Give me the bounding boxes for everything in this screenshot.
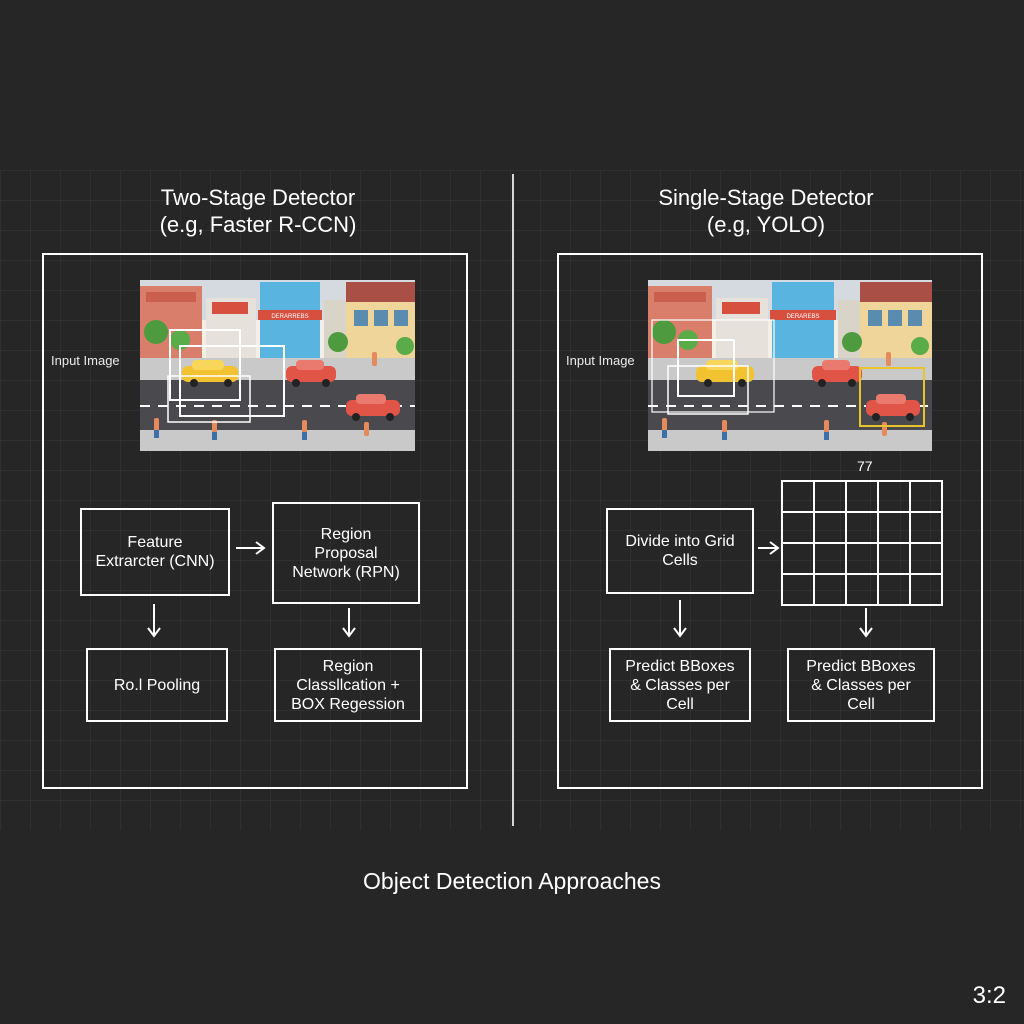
right-store-sign: DERAREBS [786,314,819,320]
right-input-label: Input Image [566,353,635,368]
feature-extractor-box: Feature Extrarcter (CNN) [80,508,230,596]
rpn-to-classify-arrow [342,608,356,638]
rpn-label: Region Proposal Network (RPN) [292,525,400,581]
predict-bboxes-label-2: Predict BBoxes & Classes per Cell [806,657,916,713]
feature-to-roi-arrow [147,604,161,638]
region-classification-box: Region Classllcation + BOX Regession [274,648,422,722]
roi-pooling-box: Ro.l Pooling [86,648,228,722]
divide-to-predict-arrow [673,600,687,638]
right-title-line2: (e.g, YOLO) [706,212,826,237]
left-title-line2: (e.g, Faster R-CCN) [159,212,357,237]
left-input-label: Input Image [51,353,120,368]
two-stage-panel [42,253,468,789]
center-divider [512,174,514,826]
grid-cells [781,480,943,606]
right-panel-title: Single-Stage Detector (e.g, YOLO) [546,184,986,238]
left-store-sign: DERARREBS [271,314,308,320]
predict-bboxes-box-2: Predict BBoxes & Classes per Cell [787,648,935,722]
roi-pooling-label: Ro.l Pooling [113,676,201,694]
divide-grid-box: Divide into Grid Cells [606,508,754,594]
feature-to-rpn-arrow [236,541,266,555]
right-title-line1: Single-Stage Detector [658,185,874,210]
left-panel-title: Two-Stage Detector (e.g, Faster R-CCN) [38,184,478,238]
figure-title: Object Detection Approaches [363,868,661,894]
left-title-line1: Two-Stage Detector [160,185,356,210]
predict-bboxes-label-1: Predict BBoxes & Classes per Cell [625,657,735,713]
grid-to-predict-arrow [859,608,873,638]
region-classification-label: Region Classllcation + BOX Regession [291,657,405,713]
rpn-box: Region Proposal Network (RPN) [272,502,420,604]
right-input-image: DERAREBS [648,280,932,451]
grid-size-label: 77 [857,458,873,474]
left-input-image: DERARREBS [140,280,415,451]
feature-extractor-label: Feature Extrarcter (CNN) [95,534,215,570]
divide-grid-label: Divide into Grid Cells [625,533,735,569]
predict-bboxes-box-1: Predict BBoxes & Classes per Cell [609,648,751,722]
divide-to-grid-arrow [758,541,780,555]
aspect-ratio-label: 3:2 [972,982,1006,1009]
single-stage-panel [557,253,983,789]
